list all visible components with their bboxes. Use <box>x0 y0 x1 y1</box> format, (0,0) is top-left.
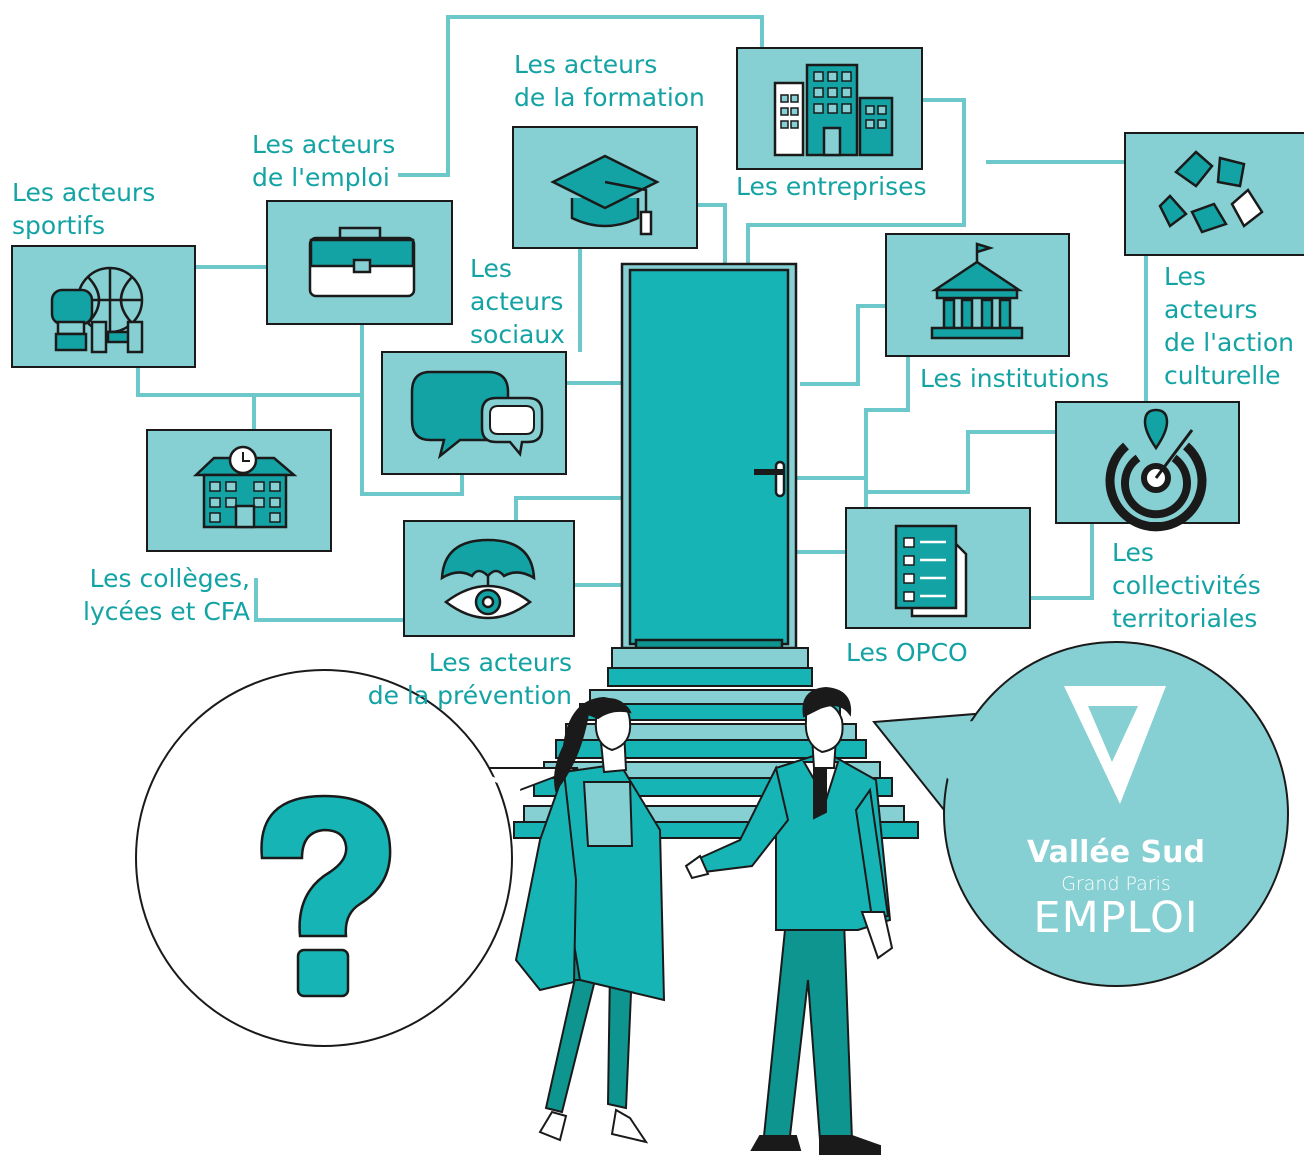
tile-culturelle <box>1124 132 1304 256</box>
buildings-icon <box>773 63 894 157</box>
prevention-umbrella-eye-icon <box>440 538 536 620</box>
speech-bubbles-icon <box>410 370 544 460</box>
brand-title: Vallée Sud <box>1027 835 1205 870</box>
question-mark-icon <box>260 794 392 998</box>
label-culturelle: Les acteurs de l'action culturelle <box>1164 262 1294 390</box>
label-opco: Les OPCO <box>846 638 968 667</box>
brand-bubble <box>872 641 1289 987</box>
connector-lines <box>136 15 1148 622</box>
brand-subtitle: Grand Paris <box>1061 873 1171 895</box>
question-bubble <box>135 669 579 1047</box>
label-entreprises: Les entreprises <box>736 172 927 201</box>
label-sportifs: Les acteurs sportifs <box>12 178 156 240</box>
briefcase-icon <box>308 226 416 298</box>
brand-emploi: EMPLOI <box>1033 893 1199 943</box>
label-sociaux: Les acteurs sociaux <box>470 254 565 349</box>
label-colleges: Les collèges, lycées et CFA <box>83 564 250 626</box>
graduation-cap-icon <box>550 154 660 236</box>
institution-icon <box>930 242 1024 340</box>
school-icon <box>192 445 298 529</box>
checklist-document-icon <box>894 524 968 618</box>
label-prevention: Les acteurs de la prévention <box>367 648 572 710</box>
label-formation: Les acteurs de la formation <box>514 50 705 112</box>
label-institutions: Les institutions <box>920 364 1109 393</box>
sports-icon <box>50 266 144 354</box>
hands-icon <box>1158 150 1264 234</box>
brand-logo-icon <box>1064 686 1166 804</box>
man-figure <box>684 686 894 1155</box>
target-icon <box>1105 408 1207 532</box>
door-icon <box>620 262 798 650</box>
woman-figure <box>514 696 666 1144</box>
label-emploi: Les acteurs de l'emploi <box>252 130 396 192</box>
label-collectivites: Les collectivités territoriales <box>1112 538 1261 633</box>
